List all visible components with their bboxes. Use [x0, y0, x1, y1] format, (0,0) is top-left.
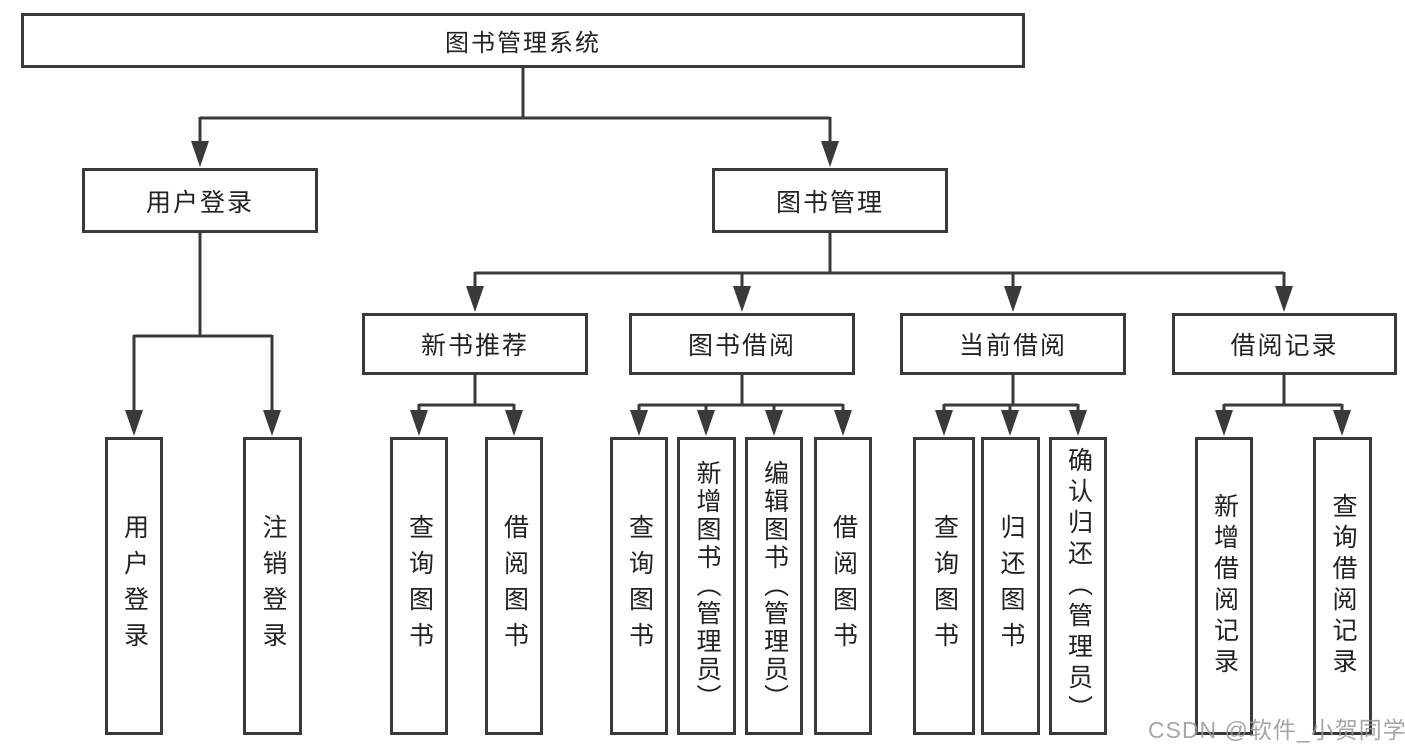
leaf-confirm-return-admin-label: 确认归还（管理员） [1064, 446, 1093, 726]
leaf-add-book-admin-label: 新增图书（管理员） [693, 460, 721, 712]
leaf-add-borrow-record: 新增借阅记录 [1195, 437, 1253, 735]
leaf-logout-label: 注销登录 [259, 514, 287, 658]
leaf-logout: 注销登录 [243, 437, 302, 735]
node-library-management-system: 图书管理系统 [21, 13, 1025, 68]
leaf-add-book-admin: 新增图书（管理员） [677, 437, 736, 735]
leaf-query-books-recommend: 查询图书 [390, 437, 448, 735]
leaf-query-books-borrowing: 查询图书 [610, 437, 668, 735]
leaf-query-borrow-record: 查询借阅记录 [1313, 437, 1372, 735]
leaf-edit-book-admin: 编辑图书（管理员） [745, 437, 803, 735]
node-book-borrowing: 图书借阅 [629, 313, 855, 375]
leaf-borrow-books-borrowing: 借阅图书 [814, 437, 872, 735]
leaf-user-login-label: 用户登录 [120, 514, 149, 658]
leaf-query-books-current-label: 查询图书 [930, 514, 959, 658]
leaf-query-books-current: 查询图书 [913, 437, 975, 735]
leaf-edit-book-admin-label: 编辑图书（管理员） [760, 460, 789, 712]
leaf-borrow-books-borrowing-label: 借阅图书 [829, 514, 858, 658]
leaf-query-books-recommend-label: 查询图书 [405, 514, 434, 658]
node-new-book-recommendation: 新书推荐 [362, 313, 588, 375]
leaf-query-borrow-record-label: 查询借阅记录 [1329, 493, 1357, 679]
node-branch-user-login: 用户登录 [82, 168, 318, 233]
leaf-borrow-books-recommend: 借阅图书 [485, 437, 543, 735]
node-borrowing-records: 借阅记录 [1172, 313, 1397, 375]
node-current-borrowing: 当前借阅 [900, 313, 1126, 375]
leaf-add-borrow-record-label: 新增借阅记录 [1210, 493, 1239, 679]
leaf-borrow-books-recommend-label: 借阅图书 [500, 514, 529, 658]
node-branch-book-management: 图书管理 [712, 168, 948, 233]
leaf-return-books-label: 归还图书 [997, 514, 1025, 658]
leaf-user-login: 用户登录 [105, 437, 163, 735]
leaf-query-books-borrowing-label: 查询图书 [625, 514, 654, 658]
leaf-confirm-return-admin: 确认归还（管理员） [1049, 437, 1107, 735]
leaf-return-books: 归还图书 [981, 437, 1040, 735]
